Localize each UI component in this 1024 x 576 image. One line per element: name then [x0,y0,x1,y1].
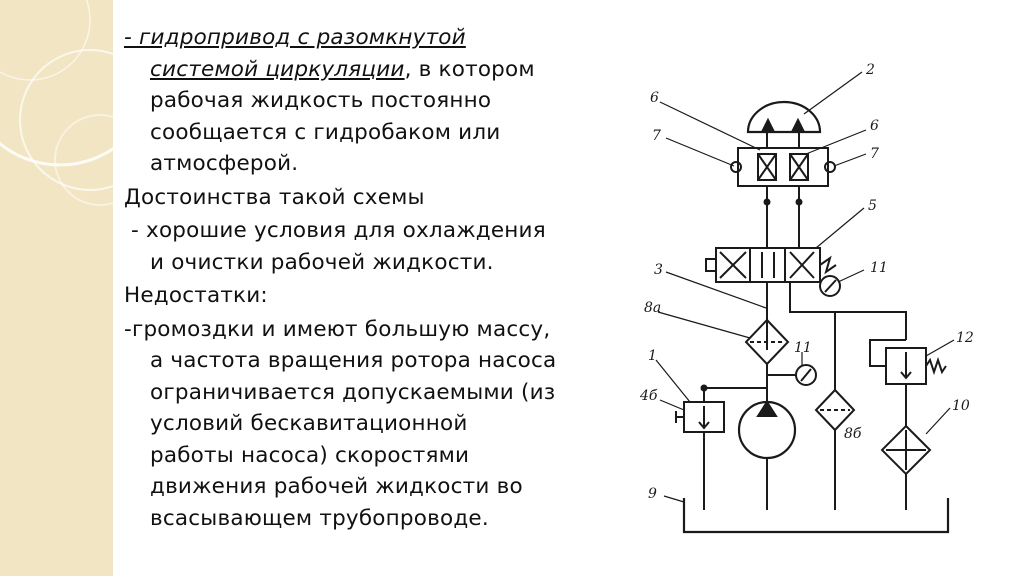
pressure-valve-symbol [869,339,947,426]
text-line-5: атмосферой. [150,151,299,176]
leader-lines [655,71,955,503]
pipe-lines-middle [766,282,907,350]
throttle-check-valve-block [730,132,836,187]
disadvantage-line-6: движения рабочей жидкости во [150,474,523,499]
label-10: 10 [952,398,970,414]
heat-exchanger-symbol [880,424,932,510]
disadvantage-line-5: работы насоса) скоростями [150,442,470,468]
label-11-upper: 11 [870,260,888,276]
label-5: 5 [868,198,877,214]
label-6-right: 6 [870,118,879,134]
label-8b: 8б [844,426,862,442]
slide-text: - гидропривод с разомкнутой системой цир… [124,22,619,534]
text-line-3: рабочая жидкость постоянно [150,88,492,113]
safety-valve-symbol [675,384,767,510]
pipe-lines-upper [766,186,800,248]
tank-symbol [682,498,950,534]
text-line-4: сообщается с гидробаком или [150,119,501,145]
hydraulic-motor-symbol [746,100,822,134]
decorative-circles [0,0,113,206]
advantages-heading: Достоинства такой схемы [124,184,425,210]
text-line-1: - гидропривод с разомкнутой [124,25,466,50]
label-12: 12 [956,330,974,346]
advantage-line-1: - хорошие условия для охлаждения [124,218,546,243]
disadvantage-line-7: всасывающем трубопроводе. [150,505,489,531]
label-11-lower: 11 [794,340,812,356]
label-4b: 4б [639,388,658,404]
diagram-labels: 2 6 6 7 7 5 3 11 8а 12 1 11 4б 8б 10 9 [639,62,974,502]
label-2: 2 [865,62,875,78]
disadvantage-line-4: условий бескавитационной [150,411,468,436]
disadvantage-line-2: а частота вращения ротора насоса [150,348,557,373]
label-9: 9 [648,486,657,502]
disadvantage-line-1: -громоздки и имеют большую массу, [124,316,551,342]
label-7-left: 7 [652,128,661,144]
disadvantages-heading: Недостатки: [124,283,268,308]
text-line-2: системой циркуляции, в котором [150,56,535,82]
label-7-right: 7 [870,146,879,162]
label-8a: 8а [644,300,661,316]
label-6-left: 6 [650,90,659,106]
pump-symbol [737,400,797,510]
directional-valve-symbol [705,247,837,283]
label-3: 3 [654,262,663,278]
advantage-line-2: и очистки рабочей жидкости. [150,249,494,275]
pressure-gauge-upper [819,275,841,297]
hydraulic-circuit-diagram: 2 6 6 7 7 5 3 11 8а 12 1 11 4б 8б 10 9 [639,62,974,534]
label-1: 1 [648,348,657,364]
disadvantage-line-3: ограничивается допускаемыми (из [150,379,556,405]
decorative-side-panel [0,0,113,576]
